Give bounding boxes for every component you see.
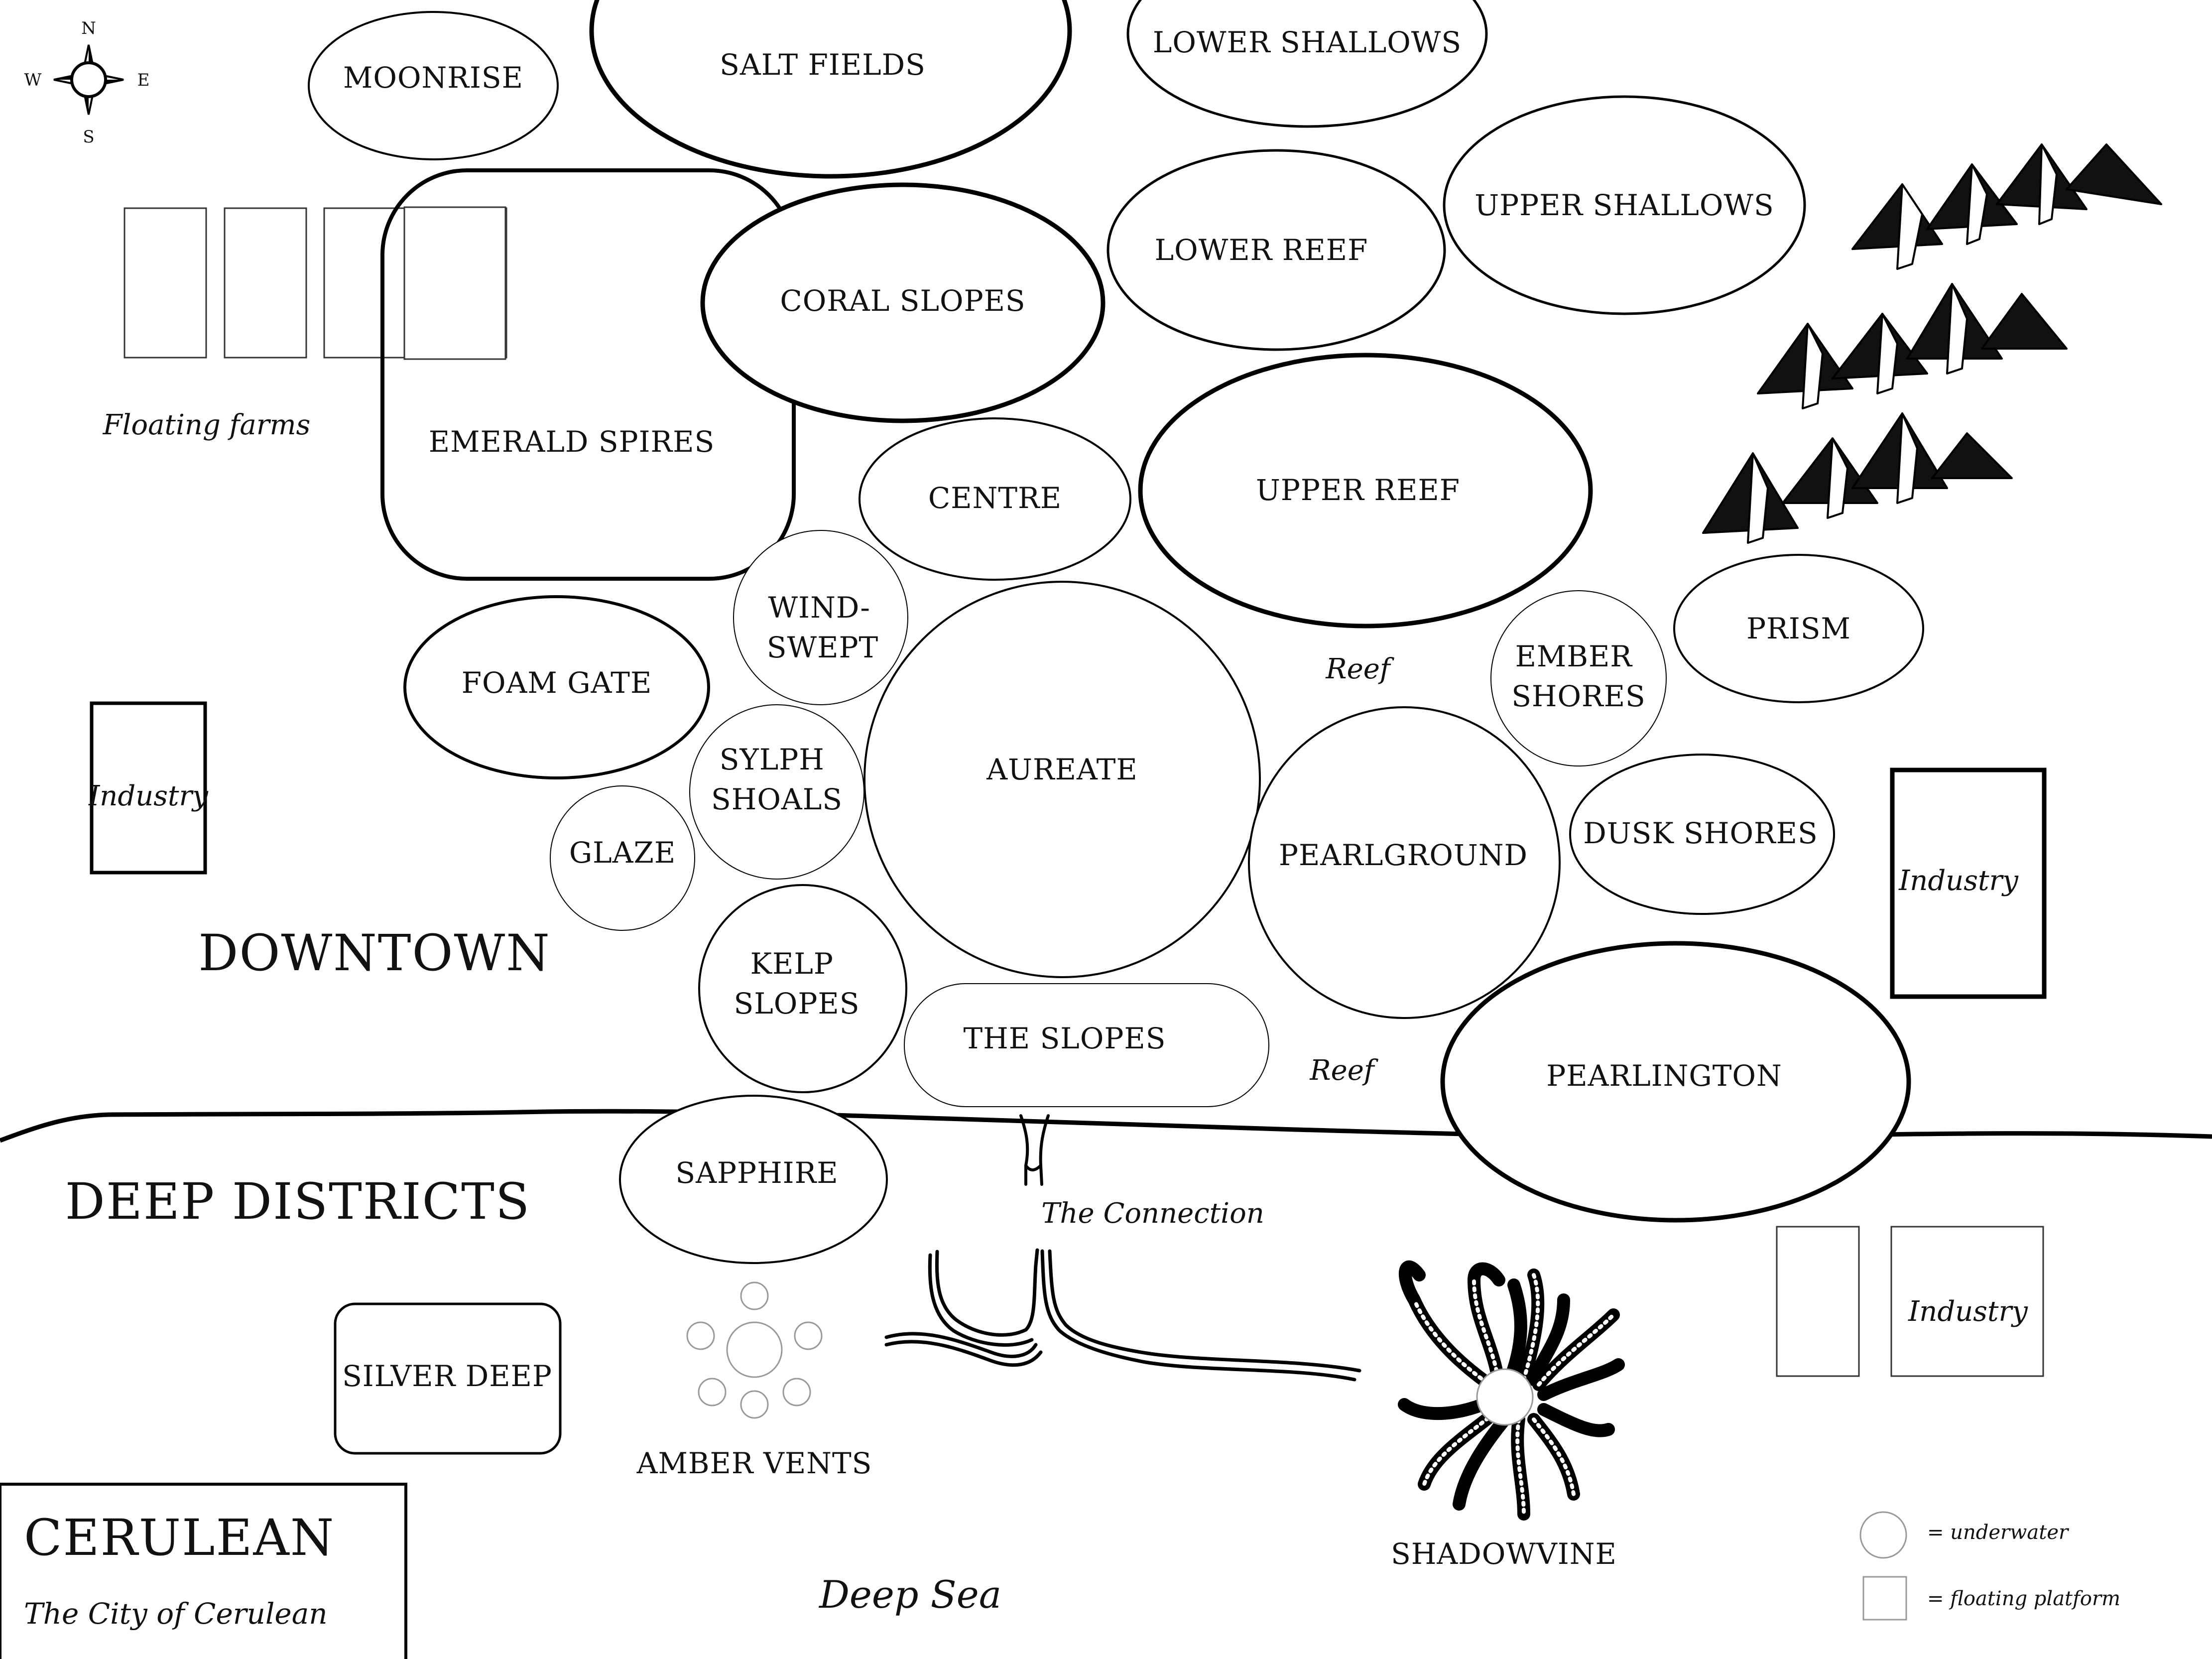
- district-aureate-label: AUREATE: [986, 753, 1138, 786]
- region-downtown-label: DOWNTOWN: [198, 924, 550, 982]
- district-centre-label: CENTRE: [928, 481, 1062, 515]
- district-sapphire-label: SAPPHIRE: [675, 1156, 838, 1190]
- district-salt-fields-label: SALT FIELDS: [720, 48, 926, 82]
- district-pearlground-label: PEARLGROUND: [1279, 838, 1528, 872]
- map-title: CERULEAN: [24, 1509, 335, 1567]
- district-lower-reef[interactable]: [1106, 149, 1446, 351]
- district-silver-deep[interactable]: [334, 1302, 562, 1455]
- district-coral-slopes-label: CORAL SLOPES: [780, 284, 1025, 318]
- map-subtitle: The City of Cerulean: [24, 1597, 328, 1631]
- district-pearlground[interactable]: [1248, 706, 1561, 1019]
- district-lower-reef-label: LOWER REEF: [1155, 233, 1368, 267]
- amber-vents-icon: [686, 1281, 823, 1419]
- legend-floating-platform-label: = floating platform: [1927, 1587, 2120, 1610]
- district-lower-shallows-label: LOWER SHALLOWS: [1153, 25, 1462, 59]
- district-sapphire[interactable]: [619, 1095, 888, 1264]
- district-upper-reef-label: UPPER REEF: [1256, 473, 1460, 507]
- compass-south-label: S: [83, 127, 94, 147]
- district-coral-slopes[interactable]: [700, 182, 1106, 423]
- district-lower-shallows[interactable]: [1126, 0, 1488, 128]
- industry-platform-west[interactable]: [90, 701, 207, 875]
- district-glaze-label: GLAZE: [569, 836, 676, 870]
- legend: = underwater = floating platform: [1859, 1511, 2120, 1621]
- district-silver-deep-label: SILVER DEEP: [342, 1359, 552, 1393]
- the-connection-tube-icon: [1019, 1114, 1050, 1186]
- industry-label-east: Industry: [1898, 865, 2019, 897]
- district-foam-gate[interactable]: [403, 595, 710, 779]
- compass-north-label: N: [81, 18, 96, 38]
- district-pearlington-label: PEARLINGTON: [1546, 1059, 1782, 1093]
- compass-east-label: E: [137, 70, 150, 90]
- district-ember-shores[interactable]: [1490, 590, 1667, 766]
- district-prism[interactable]: [1673, 554, 1924, 703]
- district-dusk-shores[interactable]: [1569, 754, 1835, 915]
- district-moonrise-label: MOONRISE: [343, 61, 523, 95]
- map-title-box: [0, 1483, 407, 1659]
- district-wind-swept-label: WIND- SWEPT: [767, 591, 880, 664]
- district-the-slopes[interactable]: [904, 983, 1269, 1107]
- district-upper-shallows[interactable]: [1443, 95, 1806, 315]
- district-centre[interactable]: [859, 417, 1131, 581]
- compass-rose-icon: N S E W: [24, 18, 150, 147]
- floating-farms-label: Floating farms: [103, 409, 311, 441]
- district-shadowvine-label: SHADOWVINE: [1391, 1537, 1617, 1571]
- district-upper-shallows-label: UPPER SHALLOWS: [1475, 188, 1774, 222]
- region-deep-districts-label: DEEP DISTRICTS: [65, 1172, 531, 1231]
- legend-floating-platform-swatch: [1862, 1576, 1907, 1621]
- district-sylph-shoals-label: SYLPH SHOALS: [711, 743, 843, 816]
- reef-label-lower: Reef: [1309, 1054, 1378, 1087]
- district-ember-shores-label: EMBER SHORES: [1511, 639, 1646, 713]
- district-pearlington[interactable]: [1440, 941, 1911, 1223]
- industry-label-west: Industry: [88, 780, 209, 812]
- deep-trench-icon: [884, 1248, 1361, 1382]
- district-salt-fields[interactable]: [589, 0, 1072, 179]
- legend-underwater-label: = underwater: [1927, 1521, 2070, 1544]
- deep-sea-label: Deep Sea: [818, 1572, 1001, 1617]
- district-dusk-shores-label: DUSK SHORES: [1583, 816, 1818, 850]
- district-upper-reef[interactable]: [1138, 353, 1593, 629]
- district-amber-vents-label: AMBER VENTS: [636, 1446, 872, 1480]
- compass-west-label: W: [24, 70, 42, 90]
- mountains-icon: [1702, 143, 2162, 544]
- reef-label-upper: Reef: [1325, 653, 1394, 685]
- district-kelp-slopes-label: KELP SLOPES: [734, 947, 860, 1021]
- district-glaze[interactable]: [550, 785, 695, 931]
- district-aureate[interactable]: [863, 581, 1261, 978]
- industry-label-southeast: Industry: [1908, 1295, 2028, 1328]
- district-prism-label: PRISM: [1746, 612, 1851, 645]
- district-wind-swept[interactable]: [733, 530, 908, 705]
- legend-underwater-swatch: [1859, 1511, 1907, 1559]
- the-connection-label: The Connection: [1041, 1197, 1264, 1230]
- district-foam-gate-label: FOAM GATE: [462, 666, 652, 700]
- district-emerald-spires-label: EMERALD SPIRES: [429, 425, 715, 459]
- industry-platform-southeast[interactable]: [1890, 1226, 2044, 1377]
- district-kelp-slopes[interactable]: [698, 884, 907, 1093]
- industry-platform-east[interactable]: [1890, 767, 2047, 999]
- district-the-slopes-label: THE SLOPES: [964, 1021, 1166, 1055]
- district-moonrise[interactable]: [308, 11, 559, 160]
